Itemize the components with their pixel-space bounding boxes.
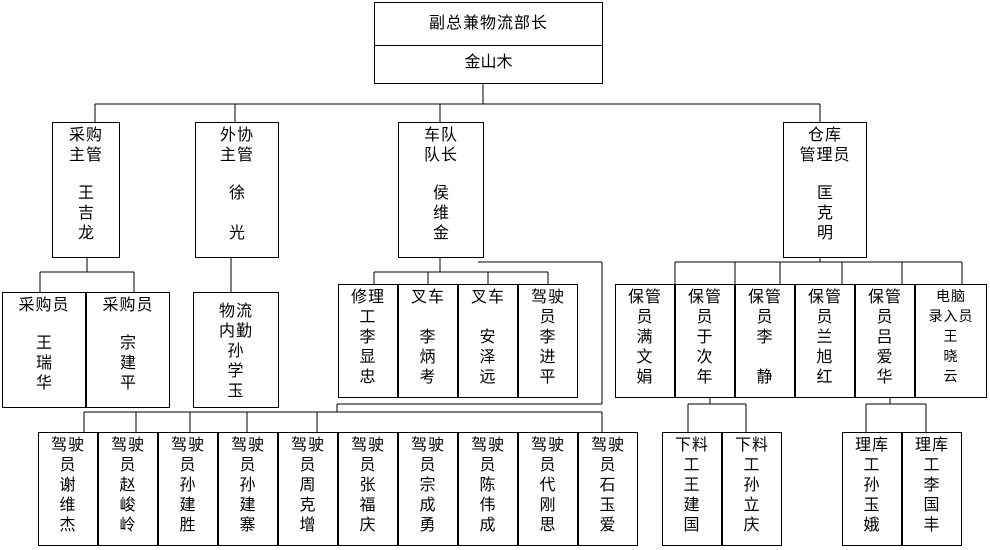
staff-box: 保管 员 兰 旭 红 [795, 284, 855, 398]
top-manager-title: 副总兼物流部长 [428, 13, 548, 32]
staff-title: 采购员 [18, 295, 70, 314]
staff-box: 驾驶 员 谢 维 杰 [38, 432, 98, 546]
staff-box: 保管 员 满 文 娟 [615, 284, 675, 398]
manager-name: 徐 光 [228, 183, 245, 242]
staff-title: 驾驶 员 代 刚 思 [530, 435, 565, 534]
manager-title: 仓库 管理员 [799, 125, 851, 164]
staff-title: 驾驶 员 张 福 庆 [350, 435, 385, 534]
staff-box: 驾驶 员 周 克 增 [278, 432, 338, 546]
staff-box: 理库 工 孙 玉 娥 [842, 432, 902, 546]
staff-title: 驾驶 员 石 玉 爱 [590, 435, 625, 534]
staff-box: 保管 员 吕 爱 华 [855, 284, 915, 398]
staff-title: 驾驶 员 孙 建 寨 [230, 435, 265, 534]
top-manager-name: 金山木 [464, 52, 513, 71]
staff-title: 保管 员 兰 旭 红 [807, 287, 842, 386]
staff-box: 驾驶 员 李 进 平 [518, 284, 578, 398]
staff-title: 电脑 录入员 王 晓 云 [928, 289, 974, 385]
staff-title: 下料 工 王 建 国 [674, 435, 709, 534]
staff-title: 保管 员 吕 爱 华 [867, 287, 902, 386]
staff-box: 理库 工 李 国 丰 [902, 432, 962, 546]
staff-box: 驾驶 员 石 玉 爱 [578, 432, 638, 546]
staff-title: 叉车 安 泽 远 [470, 287, 505, 386]
staff-title: 理库 工 李 国 丰 [914, 435, 949, 534]
staff-box: 保管 员 于 次 年 [675, 284, 735, 398]
manager-name: 侯 维 金 [432, 183, 449, 242]
staff-title: 物流 内勤 孙 学 玉 [218, 301, 253, 400]
staff-title: 驾驶 员 宗 成 勇 [410, 435, 445, 534]
manager-fleet: 车队 队长 侯 维 金 [398, 122, 484, 258]
staff-box: 下料 工 孙 立 庆 [722, 432, 782, 546]
staff-title: 驾驶 员 谢 维 杰 [50, 435, 85, 534]
staff-box: 驾驶 员 张 福 庆 [338, 432, 398, 546]
manager-warehouse: 仓库 管理员 匡 克 明 [783, 122, 867, 258]
staff-box: 物流 内勤 孙 学 玉 [193, 292, 279, 408]
staff-title: 驾驶 员 陈 伟 成 [470, 435, 505, 534]
staff-title: 保管 员 于 次 年 [687, 287, 722, 386]
staff-box: 驾驶 员 陈 伟 成 [458, 432, 518, 546]
staff-title: 修理 工 李 显 忠 [350, 287, 385, 386]
staff-box: 驾驶 员 赵 峻 岭 [98, 432, 158, 546]
manager-purchasing: 采购 主管 王 吉 龙 [52, 122, 120, 258]
staff-title: 驾驶 员 周 克 增 [290, 435, 325, 534]
staff-box: 驾驶 员 孙 建 寨 [218, 432, 278, 546]
staff-name: 王 瑞 华 [35, 333, 52, 392]
staff-title: 保管 员 满 文 娟 [627, 287, 662, 386]
manager-outsourcing: 外协 主管 徐 光 [195, 122, 279, 258]
staff-box: 叉车 安 泽 远 [458, 284, 518, 398]
manager-title: 外协 主管 [219, 125, 254, 164]
top-manager-box: 副总兼物流部长 金山木 [374, 2, 603, 84]
staff-name: 宗 建 平 [119, 333, 136, 392]
manager-title: 车队 队长 [423, 125, 458, 164]
staff-box: 采购员 宗 建 平 [86, 292, 170, 408]
staff-box: 保管 员 李 静 [735, 284, 795, 398]
staff-title: 驾驶 员 赵 峻 岭 [110, 435, 145, 534]
manager-name: 王 吉 龙 [77, 183, 94, 242]
staff-box: 电脑 录入员 王 晓 云 [915, 284, 987, 398]
staff-title: 采购员 [102, 295, 154, 314]
staff-title: 叉车 李 炳 考 [410, 287, 445, 386]
manager-name: 匡 克 明 [816, 183, 833, 242]
staff-title: 驾驶 员 李 进 平 [530, 287, 565, 386]
staff-title: 驾驶 员 孙 建 胜 [170, 435, 205, 534]
staff-box: 下料 工 王 建 国 [662, 432, 722, 546]
staff-title: 下料 工 孙 立 庆 [734, 435, 769, 534]
manager-title: 采购 主管 [68, 125, 103, 164]
staff-box: 叉车 李 炳 考 [398, 284, 458, 398]
staff-box: 修理 工 李 显 忠 [338, 284, 398, 398]
staff-box: 采购员 王 瑞 华 [2, 292, 86, 408]
staff-box: 驾驶 员 代 刚 思 [518, 432, 578, 546]
staff-box: 驾驶 员 孙 建 胜 [158, 432, 218, 546]
staff-title: 理库 工 孙 玉 娥 [854, 435, 889, 534]
staff-title: 保管 员 李 静 [747, 287, 782, 386]
staff-box: 驾驶 员 宗 成 勇 [398, 432, 458, 546]
